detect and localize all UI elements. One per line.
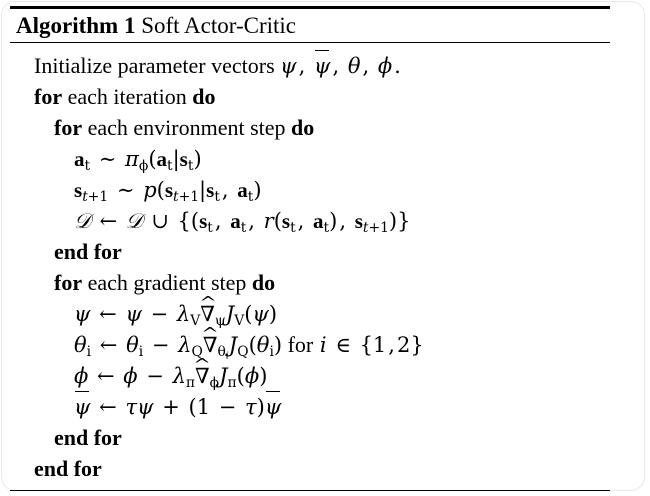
document-page: Algorithm 1 Soft Actor-Critic Initialize… bbox=[1, 1, 645, 491]
algorithm-title: Algorithm 1 Soft Actor-Critic bbox=[10, 9, 610, 42]
algorithm-line-sample-next-state: st+1 ∼ p(st+1|st, at) bbox=[10, 174, 610, 205]
equation-sample-next-state: st+1 ∼ p(st+1|st, at) bbox=[74, 178, 262, 205]
keyword-for: for bbox=[34, 84, 63, 109]
algorithm-line-update-theta: θi ← θi − λQ∇θiJQ(θi) for i ∈ {1,2} bbox=[10, 329, 610, 361]
for-gradient-step-text: each gradient step bbox=[87, 270, 247, 295]
for-i-text: for bbox=[287, 332, 314, 357]
keyword-do: do bbox=[291, 115, 315, 140]
algorithm-line-update-phi: ϕ ← ϕ − λπ∇ϕJπ(ϕ) bbox=[10, 360, 610, 391]
keyword-for: for bbox=[54, 270, 83, 295]
algorithm-line-init: Initialize parameter vectors ψ, ψ, θ, ϕ. bbox=[10, 49, 610, 81]
keyword-end-for: end for bbox=[34, 456, 102, 481]
keyword-for: for bbox=[54, 115, 83, 140]
algorithm-line-for-gradient-step: for each gradient step do bbox=[10, 267, 610, 298]
keyword-end-for: end for bbox=[54, 425, 122, 450]
algorithm-line-append-replay-buffer: 𝒟 ← 𝒟 ∪ {(st, at, r(st, at), st+1)} bbox=[10, 205, 610, 236]
for-env-step-text: each environment step bbox=[87, 115, 286, 140]
equation-update-psi: ψ ← ψ − λV∇ψJV(ψ) bbox=[74, 302, 277, 328]
equation-update-target-psi: ψ ← τψ + (1 − τ)ψ bbox=[74, 390, 281, 419]
equation-update-theta: θi ← θi − λQ∇θiJQ(θi) bbox=[74, 333, 282, 361]
equation-append-replay-buffer: 𝒟 ← 𝒟 ∪ {(st, at, r(st, at), st+1)} bbox=[74, 209, 411, 236]
algorithm-line-end-for-env-step: end for bbox=[10, 236, 610, 267]
equation-i-index-set: i ∈ {1,2} bbox=[319, 333, 424, 357]
algorithm-name: Soft Actor-Critic bbox=[141, 13, 296, 38]
equation-sample-action: at ∼ πϕ(at|st) bbox=[74, 147, 202, 174]
algorithm-line-end-for-gradient-step: end for bbox=[10, 422, 610, 453]
algorithm-line-sample-action: at ∼ πϕ(at|st) bbox=[10, 143, 610, 174]
algorithm-top-rule bbox=[10, 6, 610, 9]
keyword-do: do bbox=[192, 84, 216, 109]
algorithm-bottom-rule bbox=[10, 490, 610, 491]
algorithm-line-for-iteration: for each iteration do bbox=[10, 81, 610, 112]
algorithm-line-update-target-psi: ψ ← τψ + (1 − τ)ψ bbox=[10, 390, 610, 422]
algorithm-title-rule bbox=[10, 42, 610, 43]
keyword-end-for: end for bbox=[54, 239, 122, 264]
initialize-text: Initialize parameter vectors bbox=[34, 53, 275, 78]
algorithm-line-update-psi: ψ ← ψ − λV∇ψJV(ψ) bbox=[10, 298, 610, 329]
algorithm-line-for-env-step: for each environment step do bbox=[10, 112, 610, 143]
equation-update-phi: ϕ ← ϕ − λπ∇ϕJπ(ϕ) bbox=[74, 364, 267, 390]
keyword-do: do bbox=[251, 270, 276, 295]
for-iteration-text: each iteration bbox=[67, 84, 187, 109]
algorithm-line-end-for-iteration: end for bbox=[10, 453, 610, 484]
init-symbol-list: ψ, ψ, θ, ϕ. bbox=[280, 49, 403, 78]
algorithm-float: Algorithm 1 Soft Actor-Critic Initialize… bbox=[10, 6, 610, 491]
algorithm-label: Algorithm 1 bbox=[16, 13, 136, 38]
algorithm-body: Initialize parameter vectors ψ, ψ, θ, ϕ.… bbox=[10, 43, 610, 490]
